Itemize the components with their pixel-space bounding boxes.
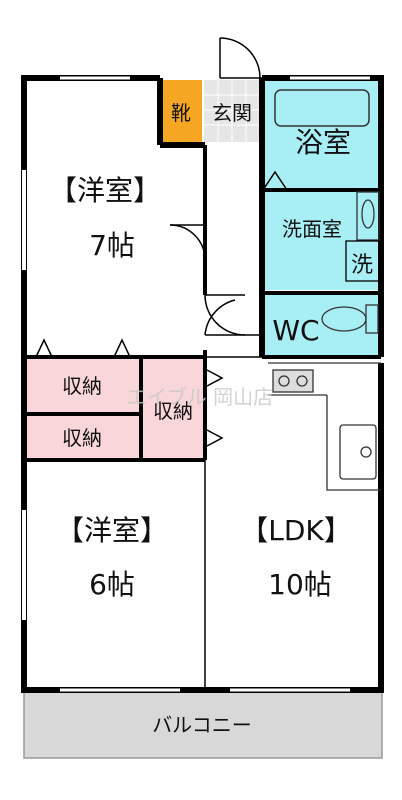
window-frames [60,75,370,693]
western-room-2-size: 6帖 [89,568,135,601]
toilet-fixture [321,304,379,334]
washbasin [356,191,380,241]
kitchen-counter [268,362,381,491]
washer-box [345,240,380,282]
ldk-name: 【LDK】 [240,514,352,547]
balcony [23,689,383,759]
storage-1-label: 収納 [62,374,102,398]
windows [22,76,370,692]
storage-area-2 [24,416,139,458]
toilet-label: WC [272,314,319,347]
storage-area-3 [143,357,206,458]
washer-label: 洗 [351,253,373,278]
watermark: エイブル 岡山店 [127,385,273,409]
balcony-label: バルコニー [152,713,252,737]
entrance-label: 玄関 [212,101,252,125]
bathroom-area [263,78,381,190]
door-swings [35,170,288,447]
storage-3-label: 収納 [153,399,193,423]
entrance-door [219,37,262,79]
bathtub [274,89,370,127]
shoe-box [162,80,202,142]
storage-2-label: 収納 [62,426,102,450]
ldk-size: 10帖 [268,568,332,601]
bathroom-label: 浴室 [295,126,351,159]
western-room-1-size: 7帖 [89,229,135,262]
western-room-1-name: 【洋室】 [49,174,161,207]
storage-area-1 [24,357,139,412]
western-room-2-name: 【洋室】 [56,514,168,547]
shoe-box-label: 靴 [171,101,191,125]
entrance-tile [204,80,260,142]
washroom-label: 洗面室 [282,217,342,241]
